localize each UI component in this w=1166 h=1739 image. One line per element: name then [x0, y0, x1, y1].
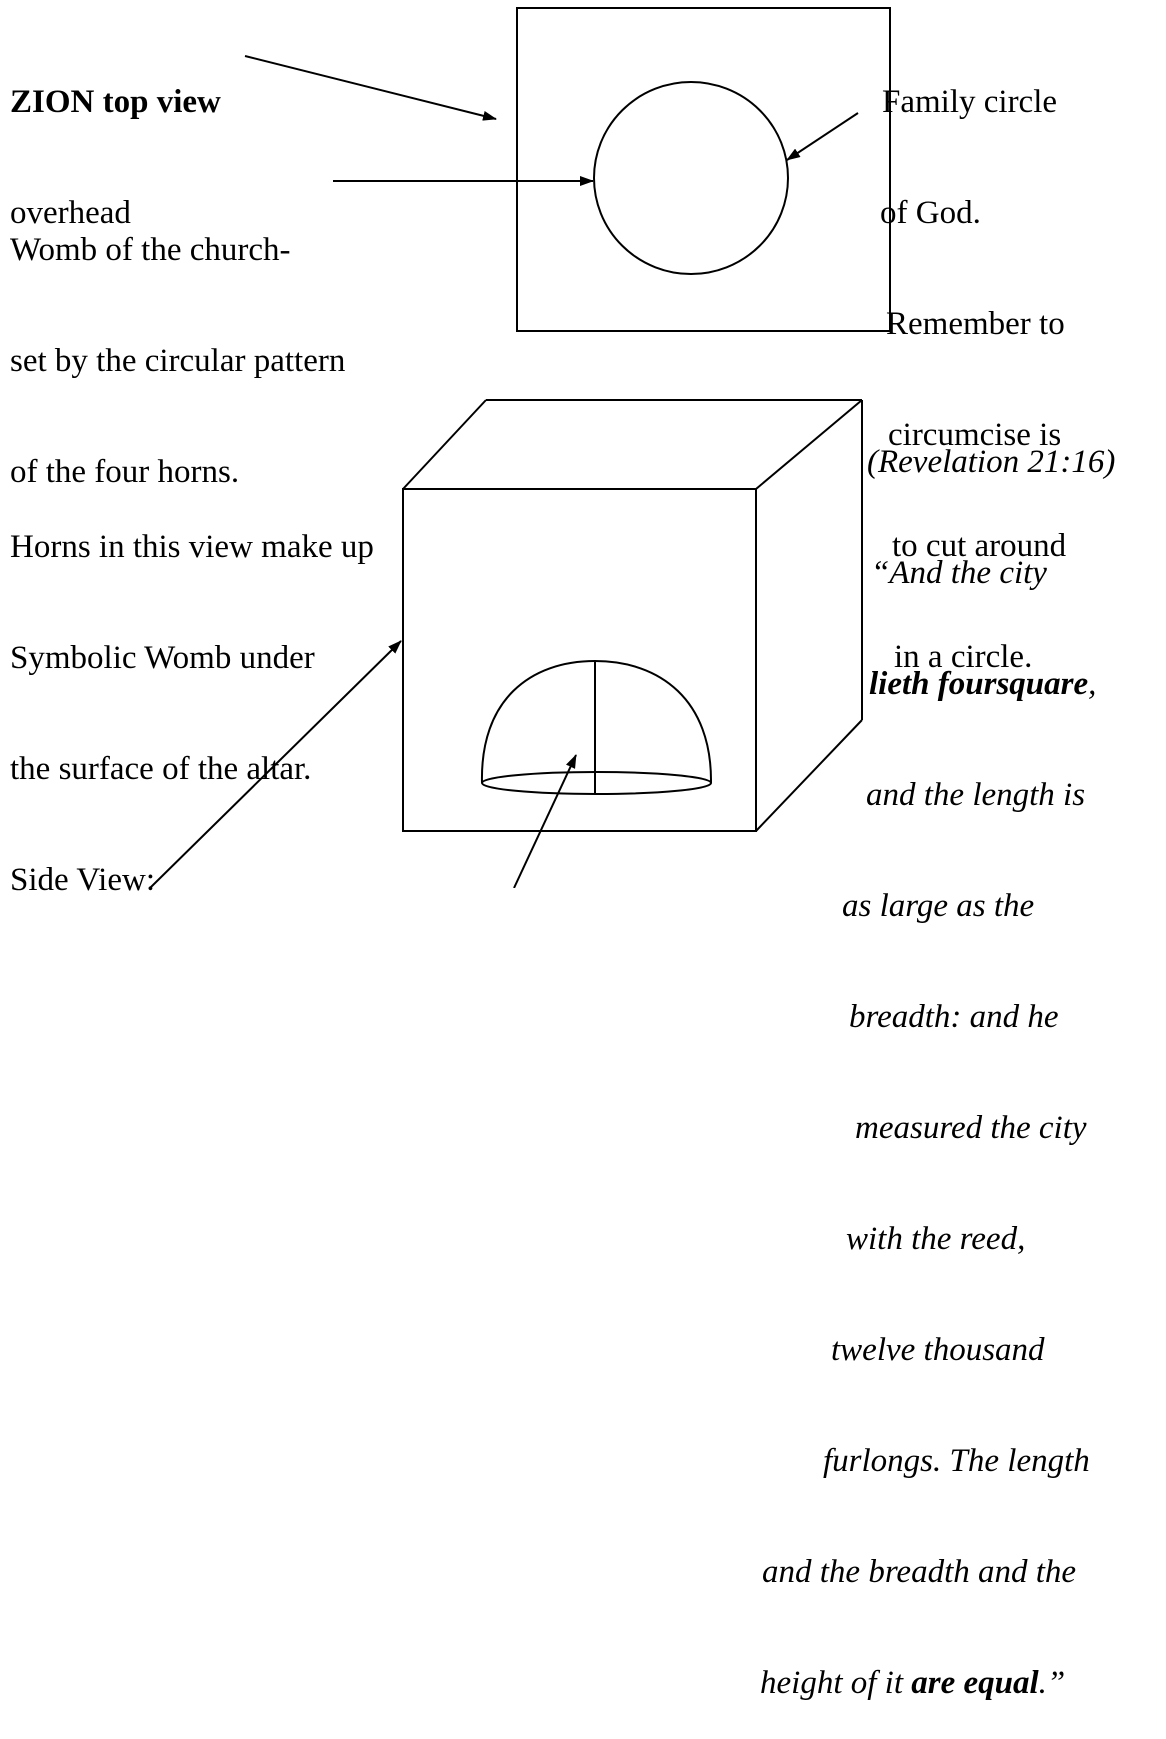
quote-line: breadth: and he	[849, 999, 1059, 1035]
quote-line: and the length is	[866, 777, 1086, 813]
top-view-square	[516, 7, 891, 332]
quote-emphasis: are equal	[911, 1665, 1039, 1701]
family-line: circumcise is	[888, 417, 1062, 453]
quote-line: lieth foursquare,	[869, 666, 1166, 703]
top-view-title: ZION top view	[10, 84, 221, 120]
horns-line: Side View:	[10, 862, 155, 898]
quote-fragment: height of it	[760, 1665, 912, 1701]
cube-edge	[402, 399, 487, 490]
womb-line: set by the circular pattern	[10, 343, 346, 379]
family-circle-label: Family circle of God. Remember to circum…	[880, 10, 1067, 713]
dome-base	[481, 771, 712, 795]
family-line: of God.	[880, 195, 981, 231]
womb-label: Womb of the church- set by the circular …	[10, 158, 345, 528]
top-view-subtitle: overhead	[10, 195, 131, 231]
quote-line: measured the city	[855, 1110, 1087, 1146]
womb-line: of the four horns.	[10, 454, 240, 490]
horns-label: Horns in this view make up Symbolic Womb…	[10, 455, 374, 936]
quote-line: twelve thousand	[831, 1332, 1045, 1368]
quote-line: height of it are equal.”	[760, 1665, 1166, 1702]
horns-line: the surface of the altar.	[10, 751, 312, 787]
family-circle-arrow	[786, 112, 859, 161]
quote-line: furlongs. The length	[823, 1443, 1090, 1479]
cube-edge	[755, 719, 863, 832]
quote-line: (Revelation 21:16)	[867, 444, 1116, 480]
quote-line: “And the city	[871, 555, 1047, 591]
quote-fragment: .”	[1038, 1665, 1066, 1701]
family-line: in a circle.	[894, 639, 1033, 675]
dome-arrow	[513, 754, 577, 888]
cube-front-face	[402, 488, 757, 832]
revelation-quote: (Revelation 21:16) “And the city lieth f…	[760, 370, 1166, 1739]
quote-line: with the reed,	[846, 1221, 1026, 1257]
quote-line: and the breadth and the	[762, 1554, 1077, 1590]
altar-diagram	[149, 7, 891, 888]
family-line: to cut around	[892, 528, 1067, 564]
family-line: Remember to	[886, 306, 1065, 342]
quote-fragment: ,	[1088, 666, 1097, 702]
horns-line: Horns in this view make up	[10, 529, 374, 565]
top-view-label: ZION top view overhead	[10, 10, 221, 269]
horns-arrow	[149, 640, 402, 888]
horns-line: Symbolic Womb under	[10, 640, 315, 676]
quote-line: as large as the	[842, 888, 1035, 924]
womb-line: Womb of the church-	[10, 232, 291, 268]
dome-arc	[480, 659, 713, 784]
family-line: Family circle	[882, 84, 1058, 120]
quote-emphasis: lieth foursquare	[869, 666, 1089, 702]
cube-edge	[755, 399, 863, 490]
family-circle	[593, 81, 789, 275]
top-view-arrow	[244, 55, 497, 121]
